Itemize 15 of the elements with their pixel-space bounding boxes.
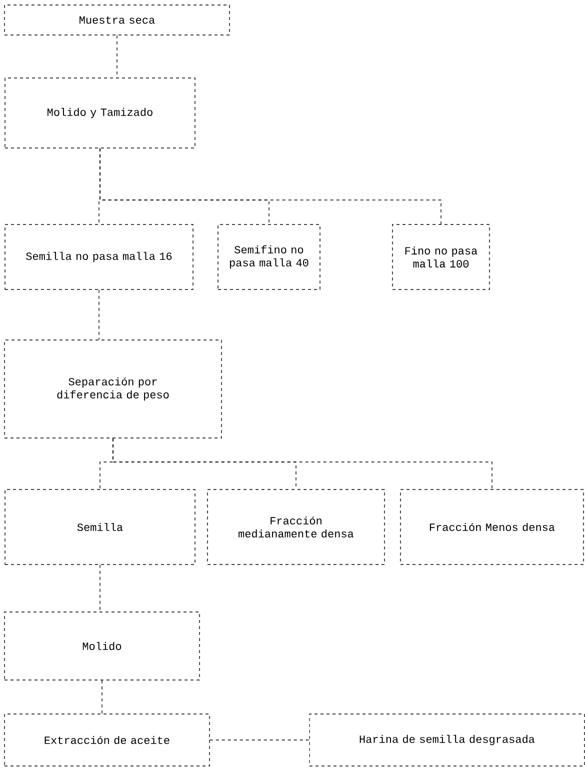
connector-line [112,438,492,490]
process-box: Molido y Tamizado [4,78,196,148]
process-box: Harina de semilla desgrasada [309,714,585,766]
process-box: Fino no pasa malla 100 [392,224,490,290]
connector-line [100,148,442,224]
process-box: Semilla no pasa malla 16 [4,224,194,290]
process-box: Semilla [4,489,196,565]
process-box: Muestra seca [4,4,230,36]
process-box: Molido [4,612,200,680]
process-box: Fracción medianamente densa [207,489,385,565]
process-box: Fracción Menos densa [400,489,584,565]
process-box: Semifino no pasa malla 40 [218,224,320,290]
process-box: Extracción de aceite [4,714,210,766]
process-box: Separación por diferencia de peso [4,340,222,438]
connector-line [98,290,100,340]
